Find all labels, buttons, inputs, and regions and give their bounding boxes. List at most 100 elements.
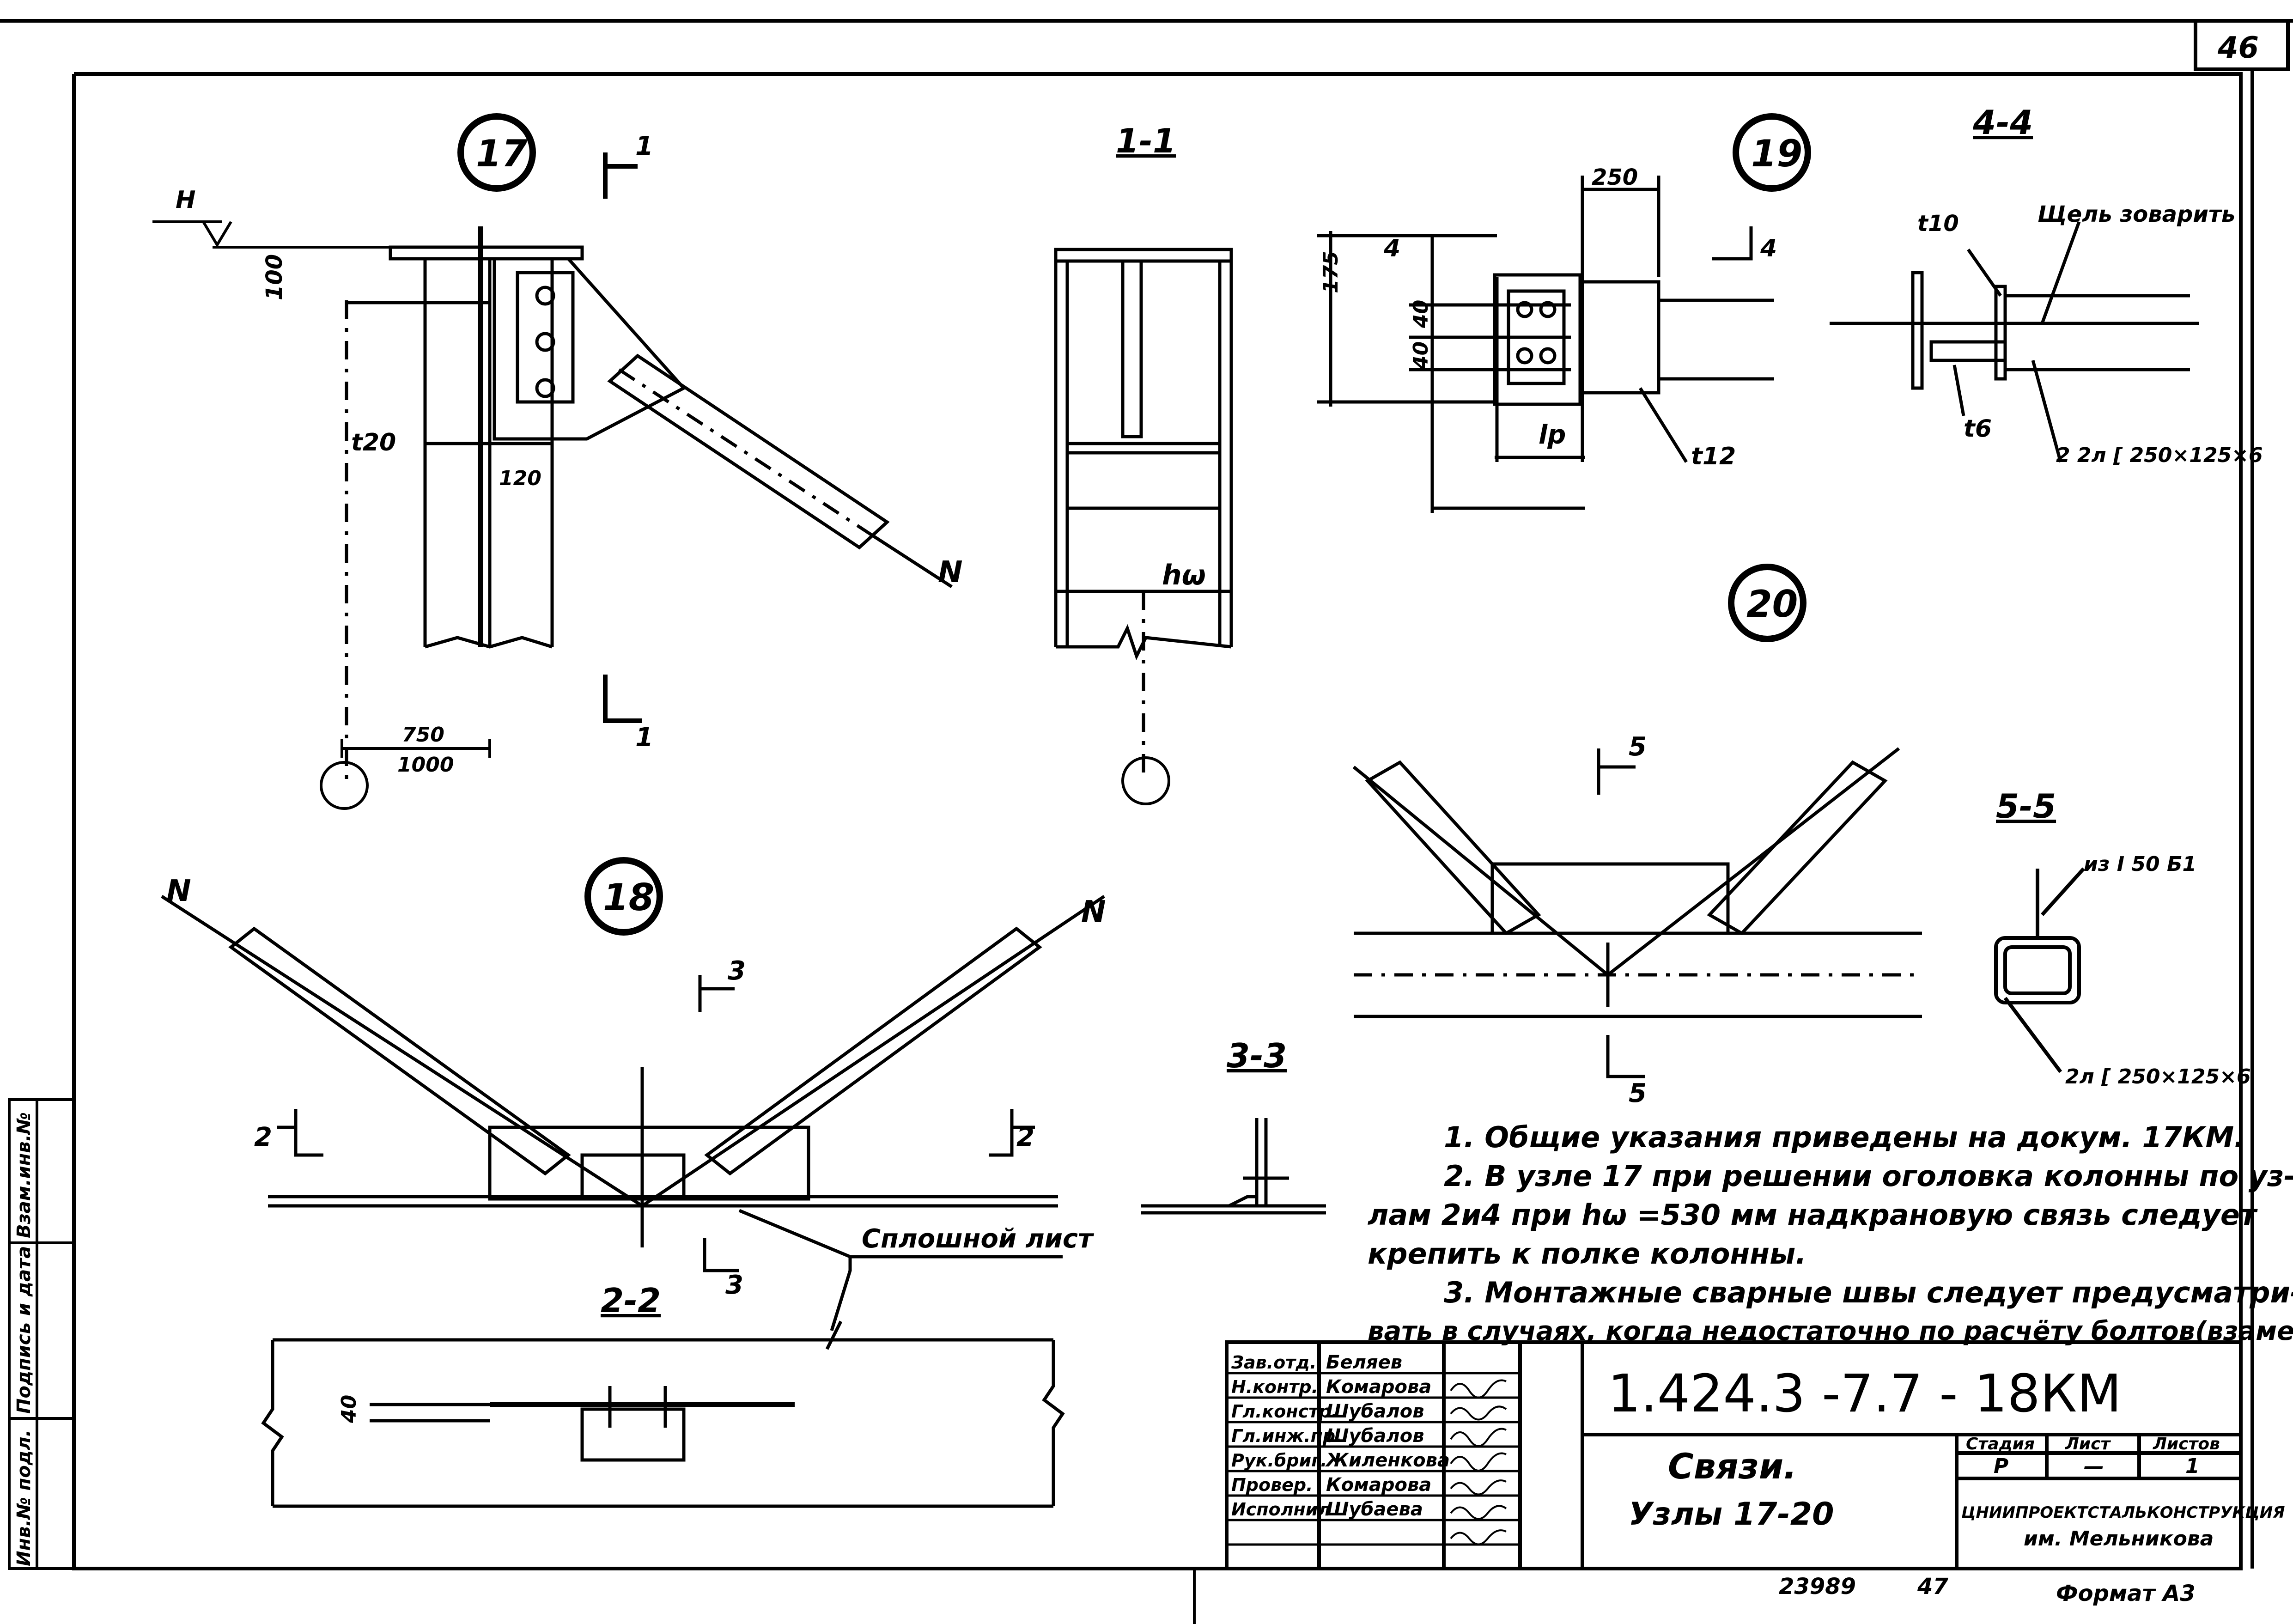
drawing-label: hω — [1162, 559, 1206, 591]
drawing-label: 3 — [725, 1270, 743, 1300]
sheet-value: — — [2084, 1454, 2104, 1478]
node-20: 20 5 5 — [1352, 564, 1922, 1108]
drawing-label: 100 — [262, 254, 287, 300]
drawing-label: 5 — [1629, 732, 1647, 762]
tb-name-2: Шубалов — [1326, 1401, 1424, 1422]
drawing-label: 40 — [1409, 341, 1433, 370]
drawing-label: 2 — [1016, 1122, 1034, 1152]
drawing-label: из I 50 Б1 — [2084, 852, 2196, 876]
document-code: 1.424.3 -7.7 - 18КМ — [1608, 1364, 2122, 1424]
tb-name-5: Комарова — [1326, 1474, 1431, 1496]
drawing-label: 40 — [337, 1395, 361, 1423]
note-2: 2. В узле 17 при решении оголовка колонн… — [1444, 1159, 2293, 1193]
note-3: 3. Монтажные сварные швы следует предусм… — [1444, 1276, 2293, 1309]
drawing-label: 1 — [635, 131, 653, 161]
drawing-label: 2 2л [ 250×125×6 — [2056, 444, 2263, 467]
sheets-value: 1 — [2185, 1454, 2200, 1478]
note-1: 1. Общие указания приведены на докум. 17… — [1444, 1120, 2245, 1154]
drawing-label: 19 — [1751, 132, 1802, 175]
drawing-label: 40 — [1409, 300, 1433, 328]
section-1-1: 1-1 hω — [1054, 122, 1233, 805]
drawing-label: 250 — [1592, 164, 1638, 190]
tb-role-4: Рук.бриг. — [1231, 1450, 1327, 1471]
tb-role-1: Н.контр. — [1231, 1377, 1318, 1397]
side-stamp — [8, 1098, 75, 1570]
drawing-label: 1-1 — [1116, 122, 1176, 160]
drawing-label: 3 — [728, 956, 746, 986]
title-name-2: Узлы 17-20 — [1629, 1496, 1834, 1533]
drawing-label: 2 — [254, 1122, 272, 1152]
drawing-label: Н — [176, 186, 196, 214]
node-20-circle — [1728, 564, 1806, 642]
tb-role-6: Исполнил — [1231, 1499, 1331, 1520]
sheets-header: Листов — [2153, 1435, 2220, 1454]
tb-role-3: Гл.инж.пр. — [1231, 1426, 1342, 1446]
bottom-number: 23989 — [1779, 1574, 1856, 1600]
tb-name-0: Беляев — [1326, 1352, 1402, 1373]
drawing-label: 5 — [1629, 1078, 1647, 1108]
side-stamp-vzam: Взам.инв.№ — [13, 1112, 35, 1238]
format-label: Формат А3 — [2056, 1581, 2196, 1606]
drawing-label: 4-4 — [1972, 103, 2033, 142]
drawing-label: N — [938, 555, 963, 590]
bottom-page: 47 — [1917, 1574, 1948, 1600]
node-17-label: 17 — [476, 132, 528, 175]
drawing-label: 4 — [1760, 235, 1777, 262]
drawing-label: 20 — [1746, 583, 1798, 626]
tb-name-1: Комарова — [1326, 1376, 1431, 1398]
drawing-label: 175 — [1319, 251, 1343, 293]
drawing-label: 120 — [499, 467, 541, 490]
tb-role-0: Зав.отд. — [1231, 1352, 1316, 1373]
note-2-cont: лам 2и4 при hω =530 мм надкрановую связь… — [1368, 1198, 2257, 1232]
drawing-label: 4 — [1383, 235, 1400, 262]
section-5-5: 5-5 из I 50 Б1 2л [ 250×125×6 — [1994, 787, 2251, 1089]
note-2-end: крепить к полке колонны. — [1368, 1237, 1806, 1271]
page-number: 46 — [2217, 31, 2259, 65]
sheet-header: Лист — [2065, 1435, 2111, 1454]
drawing-label: t6 — [1964, 415, 1992, 443]
note-3-cont: вать в случаях, когда недостаточно по ра… — [1368, 1316, 2293, 1346]
node-17-circle — [457, 113, 536, 192]
drawing-label: 2-2 — [601, 1281, 661, 1320]
drawing-label: 1 — [635, 723, 653, 753]
axis-bubble-1-1 — [1121, 756, 1170, 805]
side-stamp-sign: Подпись и дата — [13, 1246, 35, 1414]
stage-value: Р — [1994, 1454, 2008, 1478]
org-name-2: им. Мельникова — [2024, 1527, 2214, 1551]
signatures — [1450, 1379, 1507, 1545]
drawing-label: t10 — [1917, 211, 1959, 237]
drawing-label: Щель зоварить — [2038, 201, 2235, 227]
section-3-3: 3-3 — [1141, 1036, 1326, 1215]
org-name: ЦНИИПРОЕКТСТАЛЬКОНСТРУКЦИЯ — [1961, 1503, 2285, 1522]
tb-name-3: Шубалов — [1326, 1425, 1424, 1447]
node-18-circle — [584, 857, 663, 936]
tb-name-4: Жиленкова — [1325, 1450, 1450, 1471]
stage-header: Стадия — [1966, 1435, 2035, 1454]
title-name-1: Связи. — [1668, 1446, 1797, 1487]
node-18: 18 N N 3 3 2 2 — [161, 857, 1106, 1300]
node-17: 17 1 1 Н — [152, 113, 963, 810]
drawing-label: t20 — [351, 429, 396, 456]
tb-role-5: Провер. — [1231, 1475, 1313, 1495]
drawing-label: lp — [1539, 420, 1566, 450]
drawing-label: N — [1081, 895, 1106, 929]
tb-role-2: Гл.констр. — [1231, 1401, 1338, 1422]
drawing-label: 18 — [603, 876, 654, 919]
section-4-4: 4-4 t10 Щель зоварить t6 2 2л [ 250×125×… — [1830, 103, 2263, 467]
drawing-label: t12 — [1691, 443, 1736, 470]
node-19-circle — [1733, 113, 1811, 192]
drawing-label: 5-5 — [1996, 787, 2056, 826]
tb-name-6: Шубаева — [1326, 1499, 1423, 1520]
drawing-label: Сплошной лист — [862, 1224, 1095, 1254]
side-stamp-inv: Инв.№ подл. — [13, 1429, 35, 1566]
drawing-label: 3-3 — [1227, 1036, 1287, 1075]
node-19: 19 250 175 40 40 — [1317, 113, 1811, 513]
drawing-label: 2л [ 250×125×6 — [2065, 1065, 2251, 1089]
drawing-label: N — [166, 874, 191, 908]
axis-bubble-17 — [320, 761, 369, 810]
title-block-row-lines — [1227, 1372, 1520, 1546]
title-block-lines — [1225, 1340, 2243, 1570]
drawing-label: 750 — [402, 723, 444, 747]
section-2-2: 2-2 40 Сплошной лист — [261, 1209, 1095, 1508]
